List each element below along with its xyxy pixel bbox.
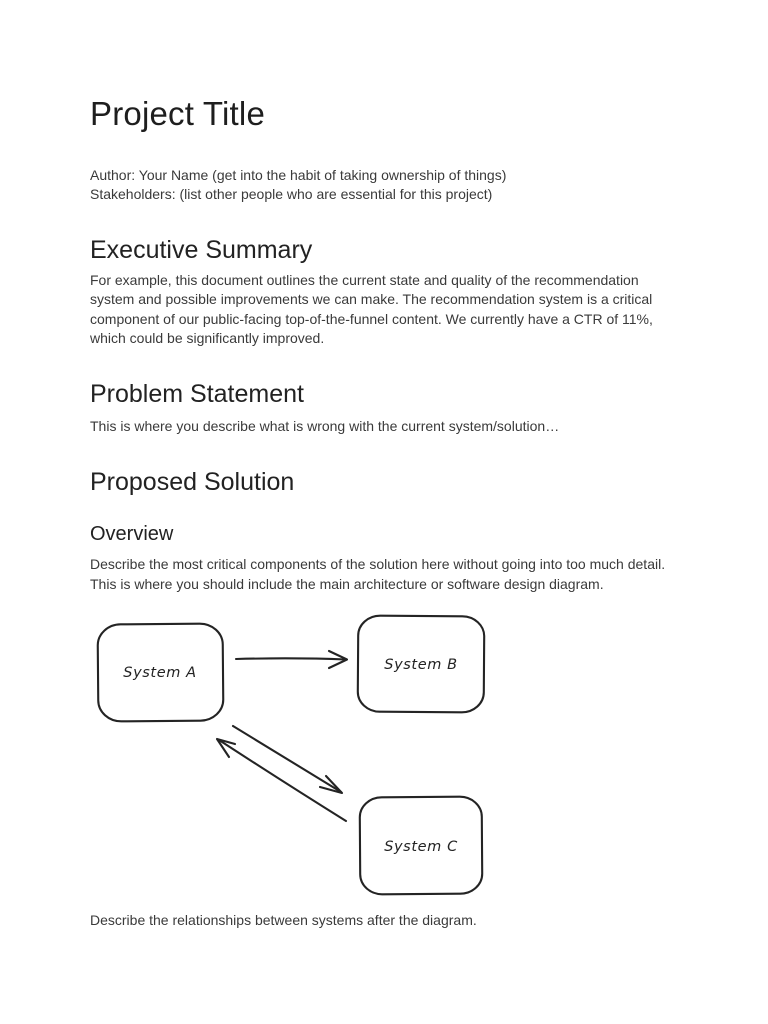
system-b-node — [356, 614, 486, 714]
overview-paragraph: Describe the most critical components of… — [90, 556, 666, 592]
system-c-label: System C — [384, 839, 458, 855]
arrow-c-to-a — [215, 737, 348, 823]
author-line: Author: Your Name (get into the habit of… — [90, 166, 507, 183]
system-a-node — [96, 622, 225, 723]
after-diagram-paragraph: Describe the relationships between syste… — [90, 912, 477, 929]
arrow-a-to-b — [234, 649, 349, 670]
executive-summary-paragraph: For example, this document outlines the … — [90, 271, 653, 346]
document-title: Project Title — [90, 95, 265, 132]
heading-executive-summary: Executive Summary — [90, 235, 313, 264]
heading-proposed-solution: Proposed Solution — [90, 468, 295, 497]
system-b-label: System B — [384, 657, 457, 673]
system-c-node — [358, 795, 484, 896]
arrow-a-to-c — [231, 724, 344, 795]
system-a-label: System A — [123, 665, 196, 681]
heading-problem-statement: Problem Statement — [90, 380, 304, 409]
problem-statement-paragraph: This is where you describe what is wrong… — [90, 418, 560, 435]
stakeholders-line: Stakeholders: (list other people who are… — [90, 185, 493, 202]
architecture-diagram: System A System B System C — [95, 613, 495, 905]
heading-overview: Overview — [90, 523, 174, 546]
document-meta: Author: Your Name (get into the habit of… — [90, 166, 680, 204]
